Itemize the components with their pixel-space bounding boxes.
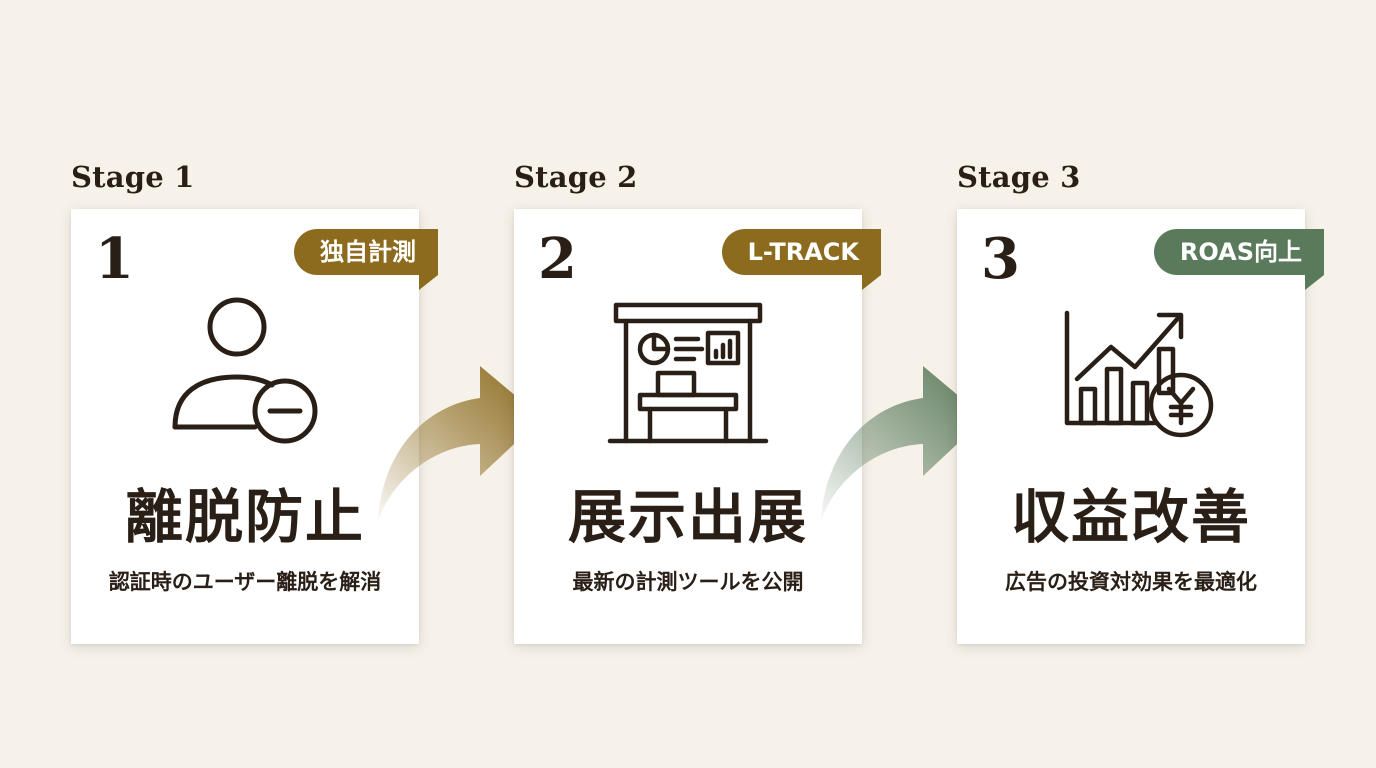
tag-fold [1305, 275, 1324, 290]
stage-subtitle: 最新の計測ツールを公開 [572, 570, 804, 594]
user-minus-icon [172, 297, 318, 444]
curved-arrow-icon [821, 366, 985, 520]
revenue-growth-yen-icon [1064, 310, 1214, 438]
stage-tag: L-TRACK [721, 229, 881, 275]
curved-arrow-icon [378, 366, 542, 520]
tag-fold [419, 275, 438, 290]
stage-card-1: 1 独自計測 離脱防止 認証時のユーザー離脱を解消 [71, 209, 438, 644]
stage-tag: ROAS向上 [1153, 229, 1324, 275]
stage-card-2: 2 L-TRACK 展示出展 最新の計測ツールを公開 [514, 209, 881, 644]
stage-title: 展示出展 [567, 483, 808, 551]
stage-tag: 独自計測 [294, 229, 438, 275]
stage-title: 離脱防止 [124, 483, 365, 551]
stage-subtitle: 認証時のユーザー離脱を解消 [108, 570, 382, 594]
stage-title: 収益改善 [1010, 483, 1251, 551]
exhibition-booth-icon [607, 302, 769, 444]
stage-number: 2 [538, 226, 577, 292]
stage-card-3: 3 ROAS向上 収益改善 広告の投資対効果を最適化 [957, 209, 1324, 644]
stage-label-3: Stage 3 [957, 160, 1081, 194]
tag-fold [862, 275, 881, 290]
stage-subtitle: 広告の投資対効果を最適化 [1005, 570, 1257, 594]
stage-label-2: Stage 2 [514, 160, 638, 194]
stage-label-1: Stage 1 [71, 160, 195, 194]
stage-number: 1 [95, 226, 134, 292]
stage-number: 3 [981, 226, 1020, 292]
